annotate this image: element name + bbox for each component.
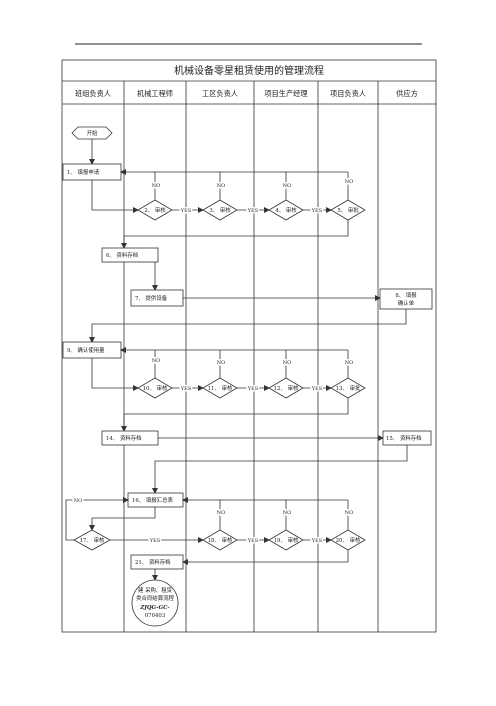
end-label-line: 建 采购、租赁 xyxy=(138,586,173,594)
yes-label: YES xyxy=(311,208,323,214)
decision-3-label: 3、 审核 xyxy=(209,206,231,214)
decision-2 xyxy=(137,199,173,221)
lane-header: 项目生产经理 xyxy=(264,89,307,98)
step-21-label: 21、 资料存档 xyxy=(135,558,171,566)
step-16-label: 16、 填报汇总表 xyxy=(132,496,174,504)
decision-2-label: 2、 审核 xyxy=(144,206,166,214)
connector xyxy=(152,445,408,494)
yes-label: YES xyxy=(247,208,259,214)
lane-header: 项目负责人 xyxy=(330,89,366,98)
decision-12-label: 12、 审核 xyxy=(274,384,299,392)
lane-header: 供应方 xyxy=(396,89,418,98)
yes-label: YES xyxy=(180,208,192,214)
no-label: NO xyxy=(283,360,291,366)
step-1-label: 1、 填报申请 xyxy=(67,168,100,176)
decision-12 xyxy=(268,377,304,399)
connector xyxy=(182,550,349,565)
no-label: NO xyxy=(345,510,353,516)
start-label: 开始 xyxy=(87,129,98,137)
step-6-label: 6、 资料存档 xyxy=(106,251,138,259)
connector xyxy=(121,398,349,432)
decision-10 xyxy=(137,377,173,399)
end-label-line: 070403 xyxy=(145,613,166,619)
decision-4-label: 4、 审核 xyxy=(275,206,297,214)
decision-17-label: 17、 审核 xyxy=(80,536,105,544)
no-label: NO xyxy=(283,510,291,516)
decision-13-label: 13、 审批 xyxy=(336,384,361,392)
yes-label: YES xyxy=(311,386,323,392)
step-15-label: 15、 资料存档 xyxy=(386,434,422,442)
decision-19 xyxy=(268,529,304,551)
decision-19-label: 19、 审核 xyxy=(274,536,299,544)
no-label: NO xyxy=(217,183,225,189)
step-7-label: 7、 提供设备 xyxy=(135,294,168,302)
lane-header: 工区负责人 xyxy=(202,89,238,98)
decision-4 xyxy=(268,199,304,221)
decision-11 xyxy=(202,377,238,399)
connector xyxy=(65,497,129,541)
decision-5-label: 5、 审批 xyxy=(337,206,359,214)
no-label: NO xyxy=(152,358,160,364)
connector xyxy=(121,220,349,249)
decision-20-label: 20、 审核 xyxy=(336,536,361,544)
connector xyxy=(89,507,156,531)
yes-label: YES xyxy=(180,386,192,392)
end-label-line: 类合同结算流程 xyxy=(136,594,174,602)
lane-header: 机械工程师 xyxy=(137,89,173,98)
no-label: NO xyxy=(345,360,353,366)
no-label: NO xyxy=(283,183,291,189)
lane-header: 班组负责人 xyxy=(75,89,111,98)
decision-10-label: 10、 审核 xyxy=(143,384,168,392)
end-node xyxy=(131,579,179,627)
no-label: NO xyxy=(217,360,225,366)
frame xyxy=(61,59,437,633)
chart-title: 机械设备零星租赁使用的管理流程 xyxy=(174,64,324,77)
step-8-label-line2: 确认单 xyxy=(398,299,415,307)
connector xyxy=(91,180,139,213)
decision-3 xyxy=(202,199,238,221)
step-6-box xyxy=(101,247,159,263)
no-label: NO xyxy=(217,510,225,516)
yes-label: YES xyxy=(247,386,259,392)
yes-label: YES xyxy=(311,538,323,544)
yes-label: YES xyxy=(149,538,161,544)
decision-18 xyxy=(202,529,238,551)
start-node xyxy=(71,126,113,140)
yes-label: YES xyxy=(247,538,259,544)
end-label-line: ZJQG-GC- xyxy=(139,605,170,611)
step-8-label-line1: 8、 填报 xyxy=(395,291,417,299)
step-21-box xyxy=(130,554,184,570)
no-label: NO xyxy=(345,179,353,185)
no-label: NO xyxy=(152,183,160,189)
decision-11-label: 11、 审核 xyxy=(208,384,233,392)
decision-18-label: 18、 审核 xyxy=(208,536,233,544)
decision-17 xyxy=(73,529,111,551)
step-9-label: 9、 确认使用量 xyxy=(67,346,105,354)
step-14-label: 14、 资料存档 xyxy=(106,434,142,442)
no-label: NO xyxy=(74,498,82,504)
connector xyxy=(89,309,407,343)
connector xyxy=(91,358,139,391)
